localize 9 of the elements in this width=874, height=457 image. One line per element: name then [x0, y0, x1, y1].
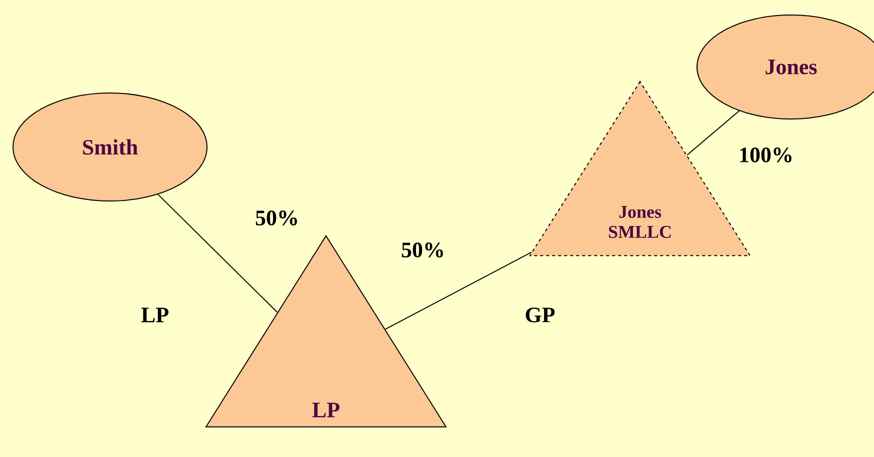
connector-line [158, 194, 278, 313]
ellipse-node: Smith [12, 92, 208, 202]
percentage-label: 50% [256, 210, 297, 226]
percentage-label: LP [141, 308, 168, 322]
connector-line [686, 110, 740, 156]
ellipse-node: Jones [696, 14, 874, 120]
connector-line [384, 252, 532, 330]
percentage-label: 50% [402, 242, 443, 258]
percentage-label: GP [526, 308, 555, 322]
